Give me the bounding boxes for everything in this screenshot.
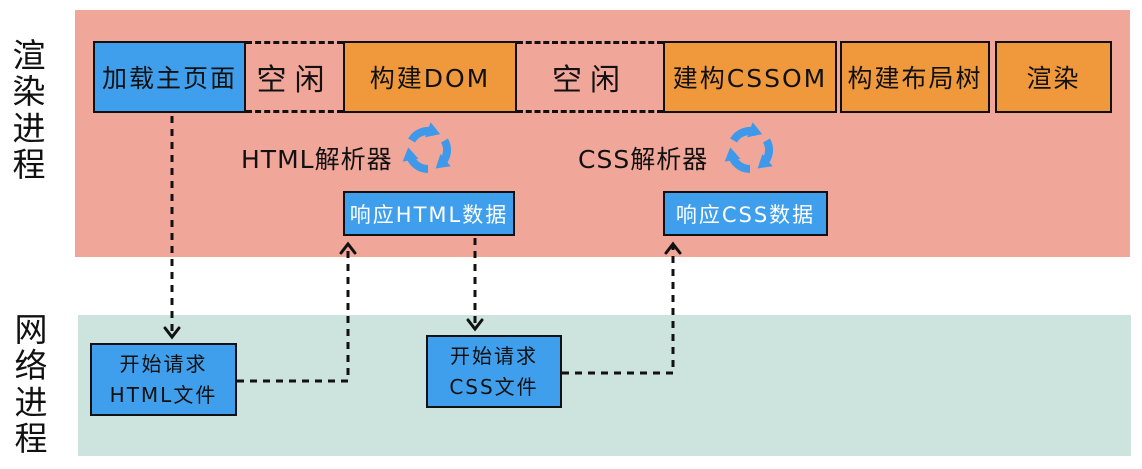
load-main-page-box: 加载主页面	[93, 41, 246, 113]
request-css-line1: 开始请求	[449, 343, 538, 368]
request-css-line2: CSS文件	[449, 374, 539, 399]
request-css-file-box: 开始请求 CSS文件	[426, 335, 562, 408]
request-html-line1: 开始请求	[119, 351, 208, 376]
response-html-data-box: 响应HTML数据	[343, 191, 515, 236]
refresh-cycle-icon	[402, 122, 452, 173]
refresh-cycle-icon	[724, 122, 774, 173]
idle-segment-2: 空闲	[517, 41, 663, 113]
request-html-line2: HTML文件	[109, 382, 218, 407]
network-process-label: 网络进程	[14, 310, 48, 458]
css-parser-label: CSS解析器	[578, 145, 709, 174]
render-box: 渲染	[995, 41, 1112, 113]
build-dom-box: 构建DOM	[343, 41, 517, 113]
render-process-label: 渲染进程	[12, 36, 46, 184]
response-css-data-box: 响应CSS数据	[663, 191, 828, 236]
html-parser-label: HTML解析器	[241, 145, 393, 174]
build-layout-tree-box: 构建布局树	[840, 41, 990, 113]
build-cssom-box: 建构CSSOM	[663, 41, 837, 113]
idle-segment-1: 空闲	[246, 41, 343, 113]
request-html-file-box: 开始请求 HTML文件	[90, 343, 237, 416]
